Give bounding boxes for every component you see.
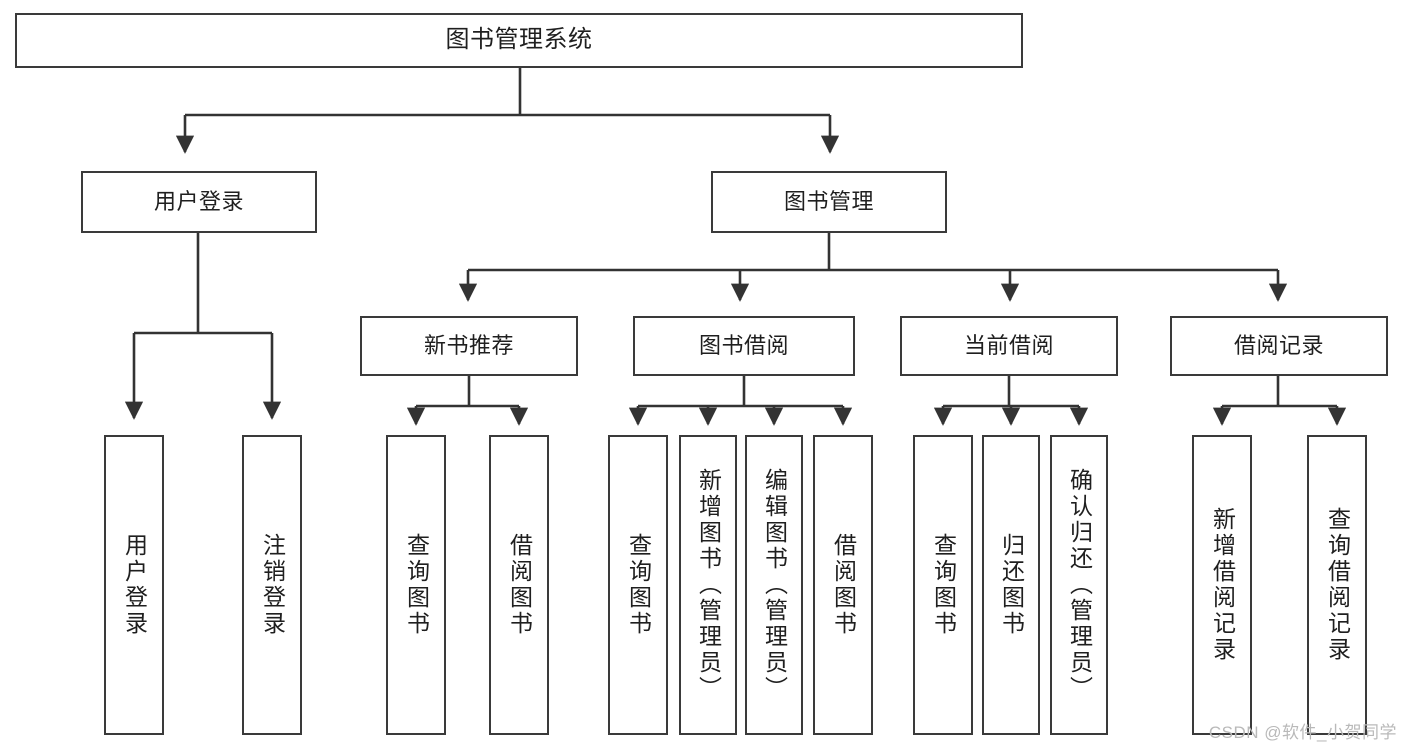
- node-label: 新增借阅记录: [1209, 507, 1236, 663]
- node-label: 图书借阅: [698, 333, 789, 359]
- node-label: 图书管理系统: [445, 26, 593, 54]
- node-new-book-recommend[interactable]: 新书推荐: [360, 316, 578, 376]
- node-label: 注销登录: [259, 533, 286, 637]
- node-book-borrow[interactable]: 图书借阅: [633, 316, 855, 376]
- leaf-record-add-record[interactable]: 新增借阅记录: [1192, 435, 1252, 735]
- leaf-borrow-add-book-admin[interactable]: 新增图书（管理员）: [679, 435, 737, 735]
- node-label: 新书推荐: [423, 333, 514, 359]
- node-label: 借阅图书: [506, 533, 533, 637]
- node-label: 查询借阅记录: [1324, 507, 1351, 663]
- node-label: 归还图书: [998, 533, 1025, 637]
- node-label: 用户登录: [121, 533, 148, 637]
- leaf-logout[interactable]: 注销登录: [242, 435, 302, 735]
- node-label: 借阅图书: [830, 533, 857, 637]
- leaf-borrow-edit-book-admin[interactable]: 编辑图书（管理员）: [745, 435, 803, 735]
- watermark-text: CSDN @软件_小贺同学: [1208, 723, 1397, 742]
- leaf-new-book-borrow-book[interactable]: 借阅图书: [489, 435, 549, 735]
- node-label: 新增图书（管理员）: [695, 468, 722, 702]
- node-label: 当前借阅: [963, 333, 1054, 359]
- node-borrow-record[interactable]: 借阅记录: [1170, 316, 1388, 376]
- leaf-borrow-borrow-book[interactable]: 借阅图书: [813, 435, 873, 735]
- leaf-user-login[interactable]: 用户登录: [104, 435, 164, 735]
- node-user-login[interactable]: 用户登录: [81, 171, 317, 233]
- leaf-current-query-book[interactable]: 查询图书: [913, 435, 973, 735]
- node-label: 确认归还（管理员）: [1066, 468, 1093, 702]
- node-label: 编辑图书（管理员）: [761, 468, 788, 702]
- leaf-borrow-query-book[interactable]: 查询图书: [608, 435, 668, 735]
- node-label: 查询图书: [403, 533, 430, 637]
- node-root-book-management-system[interactable]: 图书管理系统: [15, 13, 1023, 68]
- node-label: 查询图书: [930, 533, 957, 637]
- node-label: 用户登录: [153, 189, 244, 215]
- leaf-record-query-record[interactable]: 查询借阅记录: [1307, 435, 1367, 735]
- node-label: 借阅记录: [1233, 333, 1324, 359]
- leaf-current-confirm-return-admin[interactable]: 确认归还（管理员）: [1050, 435, 1108, 735]
- leaf-new-book-query-book[interactable]: 查询图书: [386, 435, 446, 735]
- node-current-borrow[interactable]: 当前借阅: [900, 316, 1118, 376]
- node-label: 图书管理: [783, 189, 874, 215]
- node-book-management[interactable]: 图书管理: [711, 171, 947, 233]
- leaf-current-return-book[interactable]: 归还图书: [982, 435, 1040, 735]
- node-label: 查询图书: [625, 533, 652, 637]
